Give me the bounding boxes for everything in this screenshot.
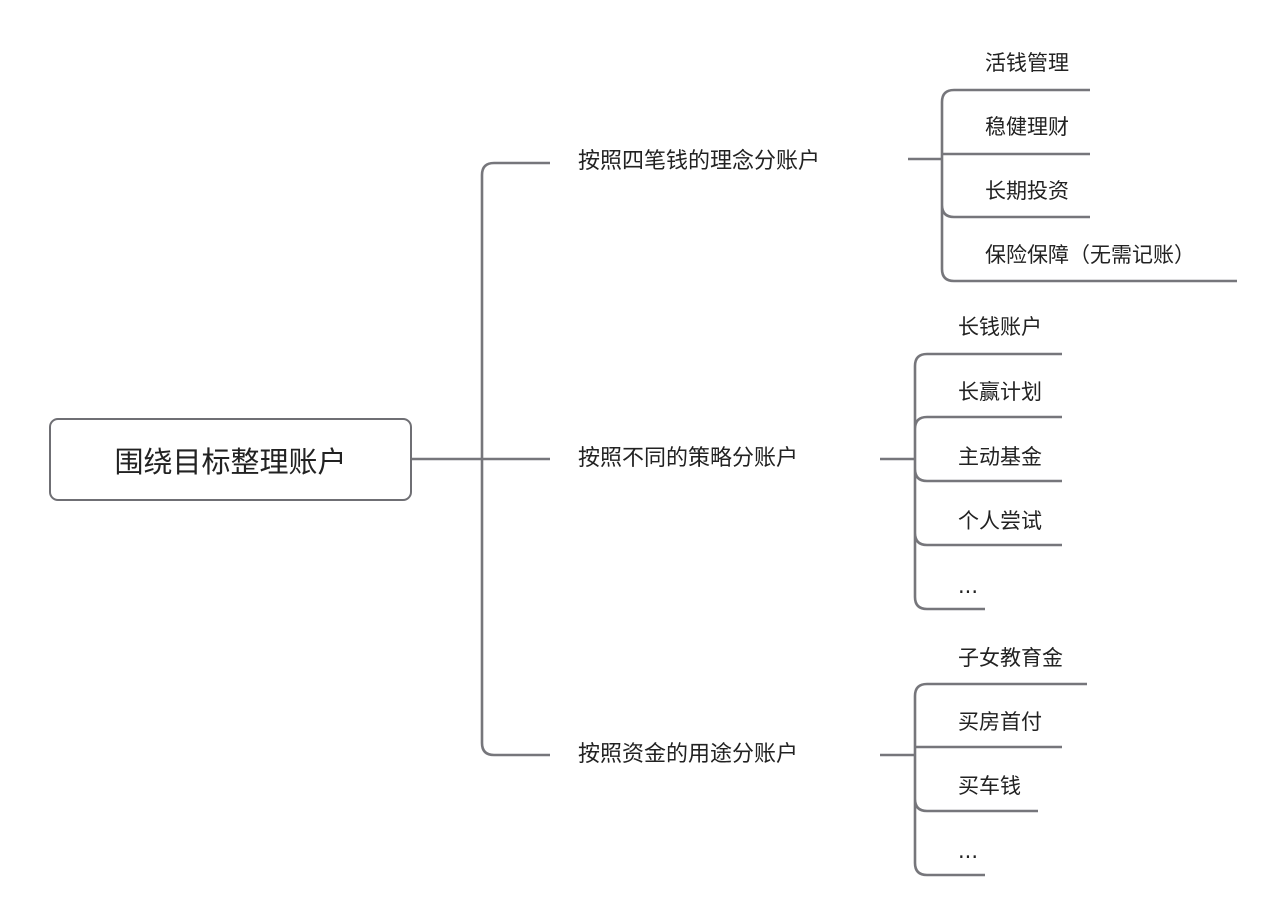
leaf-node[interactable]: 子女教育金 [958,646,1063,670]
leaf-node[interactable]: 主动基金 [958,445,1042,469]
leaf-node[interactable]: ... [958,574,979,598]
leaf-node[interactable]: 稳健理财 [985,115,1069,139]
root-node[interactable]: 围绕目标整理账户 [49,418,412,501]
leaf-node[interactable]: 保险保障（无需记账） [985,243,1195,267]
root-connector [412,161,550,757]
leaf-node[interactable]: 买车钱 [958,774,1021,798]
branch-1-connector [908,88,1237,283]
branch-3-connector [880,682,1087,877]
leaf-node[interactable]: 长期投资 [985,179,1069,203]
leaf-node[interactable]: 活钱管理 [985,51,1069,75]
branch-node-3[interactable]: 按照资金的用途分账户 [578,742,799,767]
leaf-node[interactable]: ... [958,839,979,863]
branch-node-1[interactable]: 按照四笔钱的理念分账户 [578,149,821,174]
leaf-node[interactable]: 长钱账户 [958,315,1042,339]
leaf-node[interactable]: 长赢计划 [958,380,1042,404]
branch-2-connector [880,352,1062,611]
leaf-node[interactable]: 买房首付 [958,710,1042,734]
branch-node-2[interactable]: 按照不同的策略分账户 [578,446,799,471]
leaf-node[interactable]: 个人尝试 [958,509,1042,533]
root-label: 围绕目标整理账户 [114,444,347,479]
